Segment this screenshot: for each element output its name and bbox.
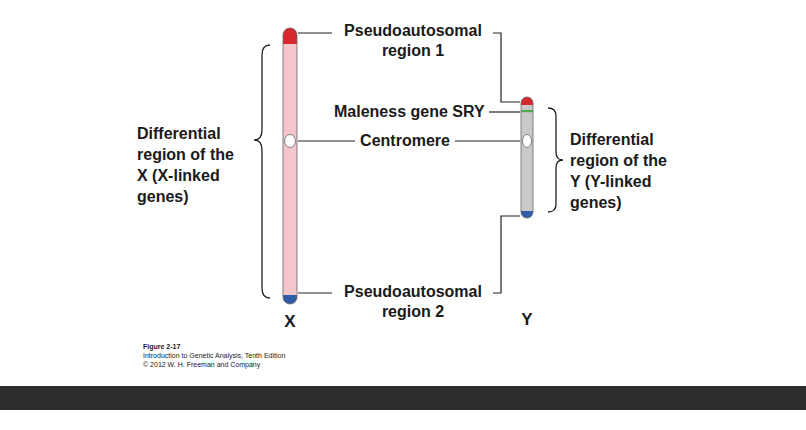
curly-brace	[548, 108, 563, 212]
leader-lines	[298, 33, 520, 293]
region-label: Pseudoautosomal region 1	[328, 21, 498, 61]
braces	[254, 45, 563, 298]
chromosome-shape	[276, 26, 304, 306]
x-chromosome: X	[276, 26, 304, 332]
chromosome-name: X	[276, 312, 304, 332]
leader-line	[493, 216, 520, 293]
chromosome-outline	[283, 28, 297, 304]
chromosome-bands	[283, 28, 297, 304]
curly-brace	[254, 45, 270, 298]
pseudoautosomal-band	[521, 211, 533, 218]
footer-bar	[0, 386, 806, 410]
leader-line	[493, 33, 520, 102]
chromosome-body	[521, 97, 533, 218]
pseudoautosomal-band	[283, 295, 297, 304]
credit-line: © 2012 W. H. Freeman and Company	[143, 360, 443, 369]
gene-label: Maleness gene SRY	[334, 102, 504, 122]
credit-line: Introduction to Genetic Analysis, Tenth …	[143, 351, 443, 360]
leader-line	[298, 292, 332, 293]
centromere-label: Centromere	[345, 131, 465, 151]
y-chromosome: Y	[514, 95, 540, 330]
centromere	[523, 135, 532, 148]
chromosome-body	[283, 28, 297, 304]
region-label: Differential region of the Y (Y-linked g…	[570, 129, 675, 213]
chromosome-shape	[514, 95, 540, 220]
chromosome-bands	[521, 97, 533, 218]
region-label: Differential region of the X (X-linked g…	[137, 123, 242, 207]
figure-number: Figure 2-17	[143, 342, 443, 351]
leader-line	[489, 111, 520, 112]
chromosome-name: Y	[514, 310, 540, 330]
leader-line	[298, 140, 355, 141]
leader-line	[455, 140, 520, 141]
leader-line	[298, 32, 332, 33]
chromosome-outline	[521, 97, 533, 218]
region-label: Pseudoautosomal region 2	[328, 282, 498, 322]
sry-band	[521, 110, 533, 112]
centromere	[285, 135, 296, 148]
